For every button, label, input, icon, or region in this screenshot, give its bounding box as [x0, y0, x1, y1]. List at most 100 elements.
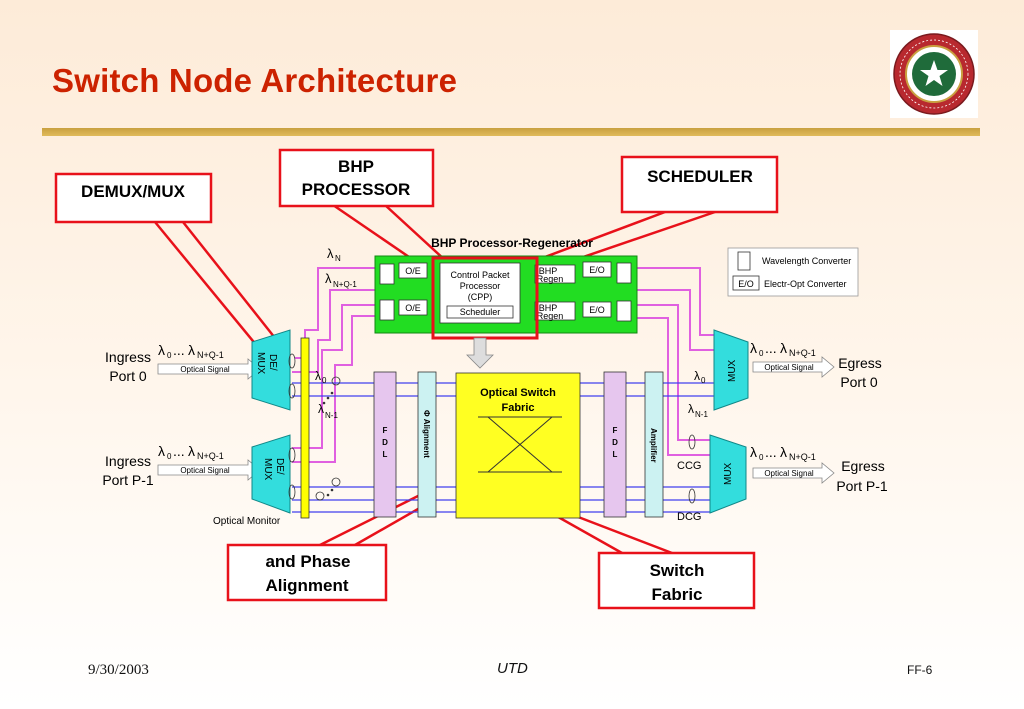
bhp-regen-bottom-line1: BHP: [539, 303, 558, 313]
lambda0-right-symbol: λ: [694, 369, 700, 383]
legend-wavelength-converter-icon: [737, 251, 751, 271]
switch-fabric-line1: Optical Switch: [480, 387, 556, 399]
lambda-range-eg0-sub0: 0: [759, 349, 764, 358]
lambda-range-inp-subend: N+Q-1: [197, 451, 224, 461]
demux-port-p1: DE/ MUX: [251, 434, 296, 514]
demux-port-0: DE/ MUX: [251, 329, 296, 411]
oe-converter-bottom: O/E: [405, 303, 421, 313]
demuxp-line1: DE/: [274, 458, 285, 475]
lambdan1-inner-symbol: λ: [318, 402, 324, 416]
callout-bhp-line1: BHP: [338, 157, 374, 176]
egress-port-0: Optical Signal λ 0 ... λ N+Q-1 Egress Po…: [750, 340, 882, 390]
lambda-range-eg0-start: λ: [750, 340, 757, 356]
optical-signal-label: Optical Signal: [180, 365, 230, 374]
lambdan1-right-symbol: λ: [688, 402, 694, 416]
down-arrow-icon: [466, 337, 494, 369]
lambda-range-eg0-dots: ...: [765, 340, 777, 356]
lambda-range-eg0-end: λ: [780, 340, 787, 356]
legend-electr-opt: Electr-Opt Converter: [764, 279, 847, 289]
scheduler-box: Scheduler: [460, 307, 501, 317]
mux-port-p1: MUX: [709, 434, 747, 514]
lambda-range-egp-start: λ: [750, 444, 757, 460]
wavelength-converter-icon: [616, 300, 632, 322]
lambda-range-inp-start: λ: [158, 443, 165, 459]
fdl-right-l: L: [613, 450, 618, 459]
wavelength-converter-icon: [379, 299, 395, 321]
lambda-range-in0-start: λ: [158, 342, 165, 358]
lambda-labels-inner: λ 0 λ N-1: [315, 369, 341, 501]
lambda-range-in0-end: λ: [188, 342, 195, 358]
cpp-line3: (CPP): [468, 292, 493, 302]
lambda-range-in0-dots: ...: [173, 342, 185, 358]
demux0-line2: MUX: [255, 352, 266, 375]
title-rule: [42, 128, 980, 136]
alignment-label: Φ Alignment: [422, 410, 431, 458]
bhp-regen-bottom-line2: Regen: [537, 311, 564, 321]
callout-phase-line1: and Phase: [265, 552, 350, 571]
ingress-0-line1: Ingress: [105, 349, 151, 365]
callout-scheduler: SCHEDULER: [620, 155, 779, 214]
callout-demux-mux-label: DEMUX/MUX: [81, 182, 186, 201]
university-seal-icon: [890, 30, 978, 118]
egress-0-line2: Port 0: [840, 374, 878, 390]
lambda-range-egp-sub0: 0: [759, 453, 764, 462]
wavelength-converter-icon: [616, 262, 632, 284]
optical-signal-label: Optical Signal: [764, 469, 814, 478]
lambdan1-right-sub: N-1: [695, 410, 708, 419]
callout-bhp-processor: BHP PROCESSOR: [278, 148, 435, 208]
lambda-range-egp-end: λ: [780, 444, 787, 460]
bhp-block-title: BHP Processor-Regenerator: [431, 236, 593, 250]
fdl-right: F D L: [603, 371, 627, 518]
mux-port-0: MUX: [713, 329, 749, 411]
lambda-nq1-symbol: λ: [325, 271, 332, 286]
bhp-regen-top-line1: BHP: [539, 266, 558, 276]
lambda-range-in0-subend: N+Q-1: [197, 350, 224, 360]
mux0-label: MUX: [727, 359, 738, 382]
lambda0-inner-sub: 0: [322, 376, 327, 385]
demuxp-line2: MUX: [262, 458, 273, 481]
oe-converter-top: O/E: [405, 266, 421, 276]
fdl-left: F D L: [373, 371, 397, 518]
amplifier-block: Amplifier: [644, 371, 664, 518]
ingress-port-p1: Ingress Port P-1 Optical Signal λ 0 ... …: [102, 443, 261, 488]
legend: Wavelength Converter E/O Electr-Opt Conv…: [727, 247, 859, 297]
wavelength-converter-icon: [379, 263, 395, 285]
fdl-left-l: L: [383, 450, 388, 459]
egress-p1-line2: Port P-1: [836, 478, 888, 494]
lambdan1-inner-sub: N-1: [325, 411, 338, 420]
footer-date: 9/30/2003: [88, 662, 149, 678]
eo-converter-top: E/O: [589, 265, 605, 275]
lambda-labels-right: λ 0 λ N-1 CCG DCG: [677, 369, 708, 523]
legend-eo-symbol: E/O: [738, 279, 754, 289]
slide-title: Switch Node Architecture: [52, 62, 458, 99]
lambda-labels-top: λ N λ N+Q-1: [325, 246, 357, 289]
fdl-right-f: F: [613, 426, 618, 435]
callout-phase-line2: Alignment: [265, 576, 348, 595]
callout-switch-line2: Fabric: [651, 585, 702, 604]
egress-0-line1: Egress: [838, 355, 882, 371]
callout-bhp-line2: PROCESSOR: [302, 180, 411, 199]
ingress-port-0: Ingress Port 0 Optical Signal λ 0 ... λ …: [105, 342, 261, 384]
egress-port-p1: Optical Signal λ 0 ... λ N+Q-1 Egress Po…: [750, 444, 888, 494]
muxp-label: MUX: [723, 462, 734, 485]
lambda-range-inp-end: λ: [188, 443, 195, 459]
cpp-line1: Control Packet: [450, 270, 510, 280]
bhp-regen-top-line2: Regen: [537, 274, 564, 284]
lambda-range-in0-sub0: 0: [167, 351, 172, 360]
lambda-range-inp-dots: ...: [173, 443, 185, 459]
legend-wavelength-converter: Wavelength Converter: [762, 256, 851, 266]
callout-demux-mux: DEMUX/MUX: [54, 172, 213, 224]
optical-monitor-bar: [300, 337, 310, 519]
optical-signal-label: Optical Signal: [180, 466, 230, 475]
footer-page-number: FF-6: [907, 663, 933, 677]
optical-switch-fabric: Optical Switch Fabric: [455, 372, 581, 519]
lambda-range-egp-subend: N+Q-1: [789, 452, 816, 462]
switch-fabric-line2: Fabric: [501, 402, 534, 414]
lambda0-inner-symbol: λ: [315, 369, 321, 383]
lambda0-right-sub: 0: [701, 376, 706, 385]
lambda-n-symbol: λ: [327, 246, 334, 261]
egress-p1-line1: Egress: [841, 458, 885, 474]
demux0-line1: DE/: [267, 354, 278, 371]
footer-center: UTD: [497, 660, 528, 677]
